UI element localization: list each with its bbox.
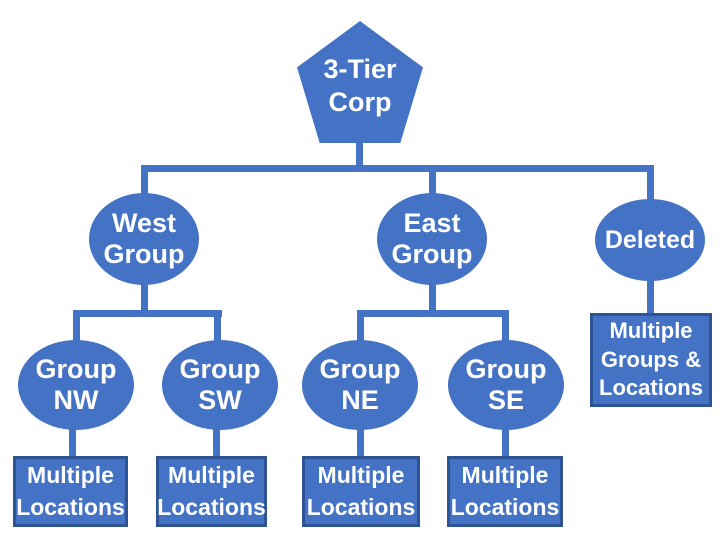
connector-east-drop xyxy=(429,165,436,197)
connector-nw-drop xyxy=(73,310,80,344)
node-label-line: East xyxy=(403,207,461,238)
node-label-line: Multiple xyxy=(168,462,255,489)
node-deleted: Deleted xyxy=(595,199,705,281)
connector-sw-stem xyxy=(213,424,220,460)
node-locations-se: Multiple Locations xyxy=(447,456,563,527)
node-group-nw: Group NW xyxy=(18,340,134,430)
node-east-group: East Group xyxy=(377,193,487,285)
node-group-sw: Group SW xyxy=(162,340,278,430)
node-label-line: 3-Tier xyxy=(323,54,397,85)
connector-level2-hline xyxy=(141,165,654,172)
node-label-line: Multiple xyxy=(317,462,405,489)
node-label-line: Locations xyxy=(599,375,703,401)
node-label-line: Group xyxy=(103,239,185,269)
connector-se-drop xyxy=(502,310,509,344)
node-label-line: Group xyxy=(179,353,261,384)
connector-west-stem xyxy=(141,280,148,317)
node-label-line: West xyxy=(111,207,177,238)
node-label-line: Multiple xyxy=(609,318,693,344)
node-locations-ne: Multiple Locations xyxy=(302,456,420,527)
node-locations-sw: Multiple Locations xyxy=(156,456,267,527)
connector-ne-drop xyxy=(357,310,364,344)
connector-deleted-drop xyxy=(647,165,654,203)
node-locations-nw: Multiple Locations xyxy=(13,456,128,527)
node-multiple-groups-locations: Multiple Groups & Locations xyxy=(590,313,712,407)
connector-east-stem xyxy=(429,280,436,317)
connector-ne-stem xyxy=(357,424,364,460)
connector-nw-stem xyxy=(69,424,76,460)
node-label-line: Locations xyxy=(306,493,416,520)
connector-west-drop xyxy=(141,165,148,197)
node-label-line: Corp xyxy=(328,87,392,117)
node-label-line: Group xyxy=(391,239,473,269)
connector-east-hline xyxy=(357,310,509,317)
node-group-se: Group SE xyxy=(448,340,564,430)
connector-se-stem xyxy=(502,424,509,460)
node-label-line: SE xyxy=(487,385,525,415)
node-label-line: NW xyxy=(53,385,99,415)
node-label-line: Group xyxy=(35,353,117,384)
node-group-ne: Group NE xyxy=(302,340,418,430)
node-label-line: Multiple xyxy=(27,462,114,489)
node-label-line: Group xyxy=(319,353,401,384)
node-label-line: Locations xyxy=(157,493,266,520)
node-label-line: Group xyxy=(465,353,547,384)
node-label-line: SW xyxy=(198,385,242,415)
node-label-line: Groups & xyxy=(600,346,702,372)
node-3tier-corp: 3-Tier Corp xyxy=(297,21,423,143)
node-west-group: West Group xyxy=(89,193,199,285)
connector-corp-stem xyxy=(356,132,363,172)
connector-west-hline xyxy=(73,310,222,317)
connector-sw-drop xyxy=(214,310,221,344)
node-label-line: Locations xyxy=(16,493,125,520)
node-label-line: Multiple xyxy=(461,462,549,489)
node-label-line: Deleted xyxy=(604,225,696,254)
connector-deleted-stem xyxy=(647,276,654,316)
node-label-line: NE xyxy=(341,385,379,415)
node-label-line: Locations xyxy=(450,493,560,520)
